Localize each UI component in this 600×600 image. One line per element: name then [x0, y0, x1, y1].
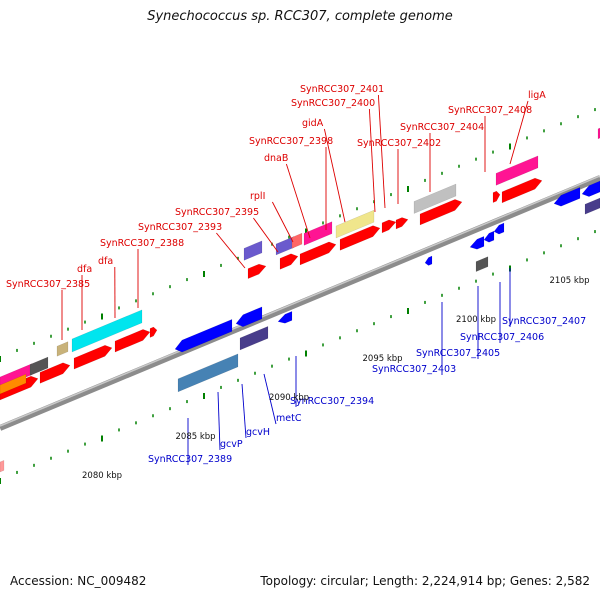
forward-gene-label: SynRCC307_2401 [300, 84, 384, 95]
forward-gene-label: SynRCC307_2398 [249, 136, 333, 147]
gene-feature [247, 263, 267, 280]
label-leader [271, 201, 294, 243]
gene-feature [381, 219, 397, 234]
gene-feature [174, 318, 233, 353]
gene-feature [501, 177, 543, 204]
genome-backbone-highlight [0, 175, 600, 427]
scale-ticks: 2080 kbp 2085 kbp 2090 kbp 2095 kbp 2100 kbp… [82, 276, 590, 481]
map-title: Synechococcus sp. RCC307, complete genom… [147, 9, 453, 24]
gene-feature [0, 459, 5, 473]
gene-feature [277, 310, 293, 324]
gene-feature [149, 326, 158, 338]
gene-feature [469, 235, 485, 250]
gene-features [0, 127, 600, 473]
gene-feature [56, 341, 69, 357]
gene-feature [243, 240, 263, 261]
forward-gene-label: ligA [528, 90, 546, 101]
label-leader [509, 100, 529, 165]
gene-feature [71, 309, 143, 353]
gene-feature [495, 155, 539, 186]
topology-label: Topology: circular; Length: 2,224,914 bp… [260, 574, 590, 588]
gene-feature [424, 255, 433, 266]
gene-feature [339, 225, 381, 251]
forward-gene-label: dfa [77, 264, 92, 275]
forward-gene-label: SynRCC307_2393 [138, 222, 222, 233]
gene-feature [581, 180, 600, 197]
gene-feature [493, 222, 505, 235]
forward-gene-label: dfa [98, 256, 113, 267]
forward-gene-label: dnaB [264, 153, 288, 164]
gene-feature [0, 373, 27, 395]
gene-feature [553, 186, 581, 207]
gene-feature [492, 190, 501, 203]
gene-feature [0, 375, 39, 401]
genome-backbone [0, 175, 600, 431]
gene-feature [395, 217, 409, 230]
gene-feature [303, 221, 333, 246]
label-leader [253, 217, 279, 253]
forward-gene-label: SynRCC307_2395 [175, 207, 259, 218]
forward-gene-label: SynRCC307_2404 [400, 122, 484, 133]
label-leaders [61, 94, 529, 465]
reverse-gene-label: SynRCC307_2405 [416, 348, 500, 359]
scale-tick-label: 2100 kbp [456, 315, 496, 325]
gene-feature [114, 329, 151, 353]
gene-feature [584, 197, 600, 215]
gene-feature [239, 325, 269, 351]
label-leader [241, 383, 247, 439]
forward-gene-label: SynRCC307_2402 [357, 138, 441, 149]
forward-gene-label: SynRCC307_2385 [6, 279, 90, 290]
reverse-gene-label: SynRCC307_2406 [460, 332, 544, 343]
scale-tick-label: 2105 kbp [550, 276, 590, 286]
forward-gene-label: SynRCC307_2400 [291, 98, 375, 109]
reverse-gene-label: SynRCC307_2403 [372, 364, 456, 375]
label-leader [377, 94, 386, 209]
gene-feature [73, 344, 113, 370]
label-leader [216, 232, 246, 269]
reverse-gene-label: SynRCC307_2389 [148, 454, 232, 465]
gene-feature [235, 306, 263, 328]
forward-gene-label: SynRCC307_2408 [448, 105, 532, 116]
gene-feature [475, 256, 489, 273]
scale-tick-label: 2095 kbp [363, 354, 403, 364]
reverse-gene-label: metC [276, 413, 302, 424]
label-leader [263, 373, 277, 425]
forward-gene-label: SynRCC307_2388 [100, 238, 184, 249]
gene-feature [299, 241, 337, 266]
reverse-gene-label: gcvP [220, 439, 243, 450]
gene-labels: SynRCC307_2385dfadfaSynRCC307_2388SynRCC… [6, 84, 586, 465]
gene-feature [279, 253, 299, 270]
gene-feature [29, 356, 49, 376]
ruler-dots [0, 108, 596, 484]
label-leader [368, 108, 376, 213]
reverse-gene-label: SynRCC307_2407 [502, 316, 586, 327]
gene-feature [39, 362, 71, 384]
scale-tick-label: 2085 kbp [176, 432, 216, 442]
gene-feature [177, 353, 239, 393]
reverse-gene-label: gcvH [246, 427, 270, 438]
gene-feature [413, 183, 457, 214]
reverse-gene-label: SynRCC307_2394 [290, 396, 374, 407]
gene-feature [291, 232, 303, 249]
scale-tick-label: 2080 kbp [82, 471, 122, 481]
gene-feature [335, 209, 375, 239]
forward-gene-label: gidA [302, 118, 324, 129]
gene-feature [419, 199, 463, 226]
label-leader [217, 391, 221, 451]
label-leader [285, 163, 311, 239]
gene-feature [483, 230, 495, 243]
accession-label: Accession: NC_009482 [10, 574, 147, 588]
forward-gene-label: rplI [250, 191, 265, 202]
scale-tick-label: 2090 kbp [269, 393, 309, 403]
label-leader [323, 128, 346, 223]
